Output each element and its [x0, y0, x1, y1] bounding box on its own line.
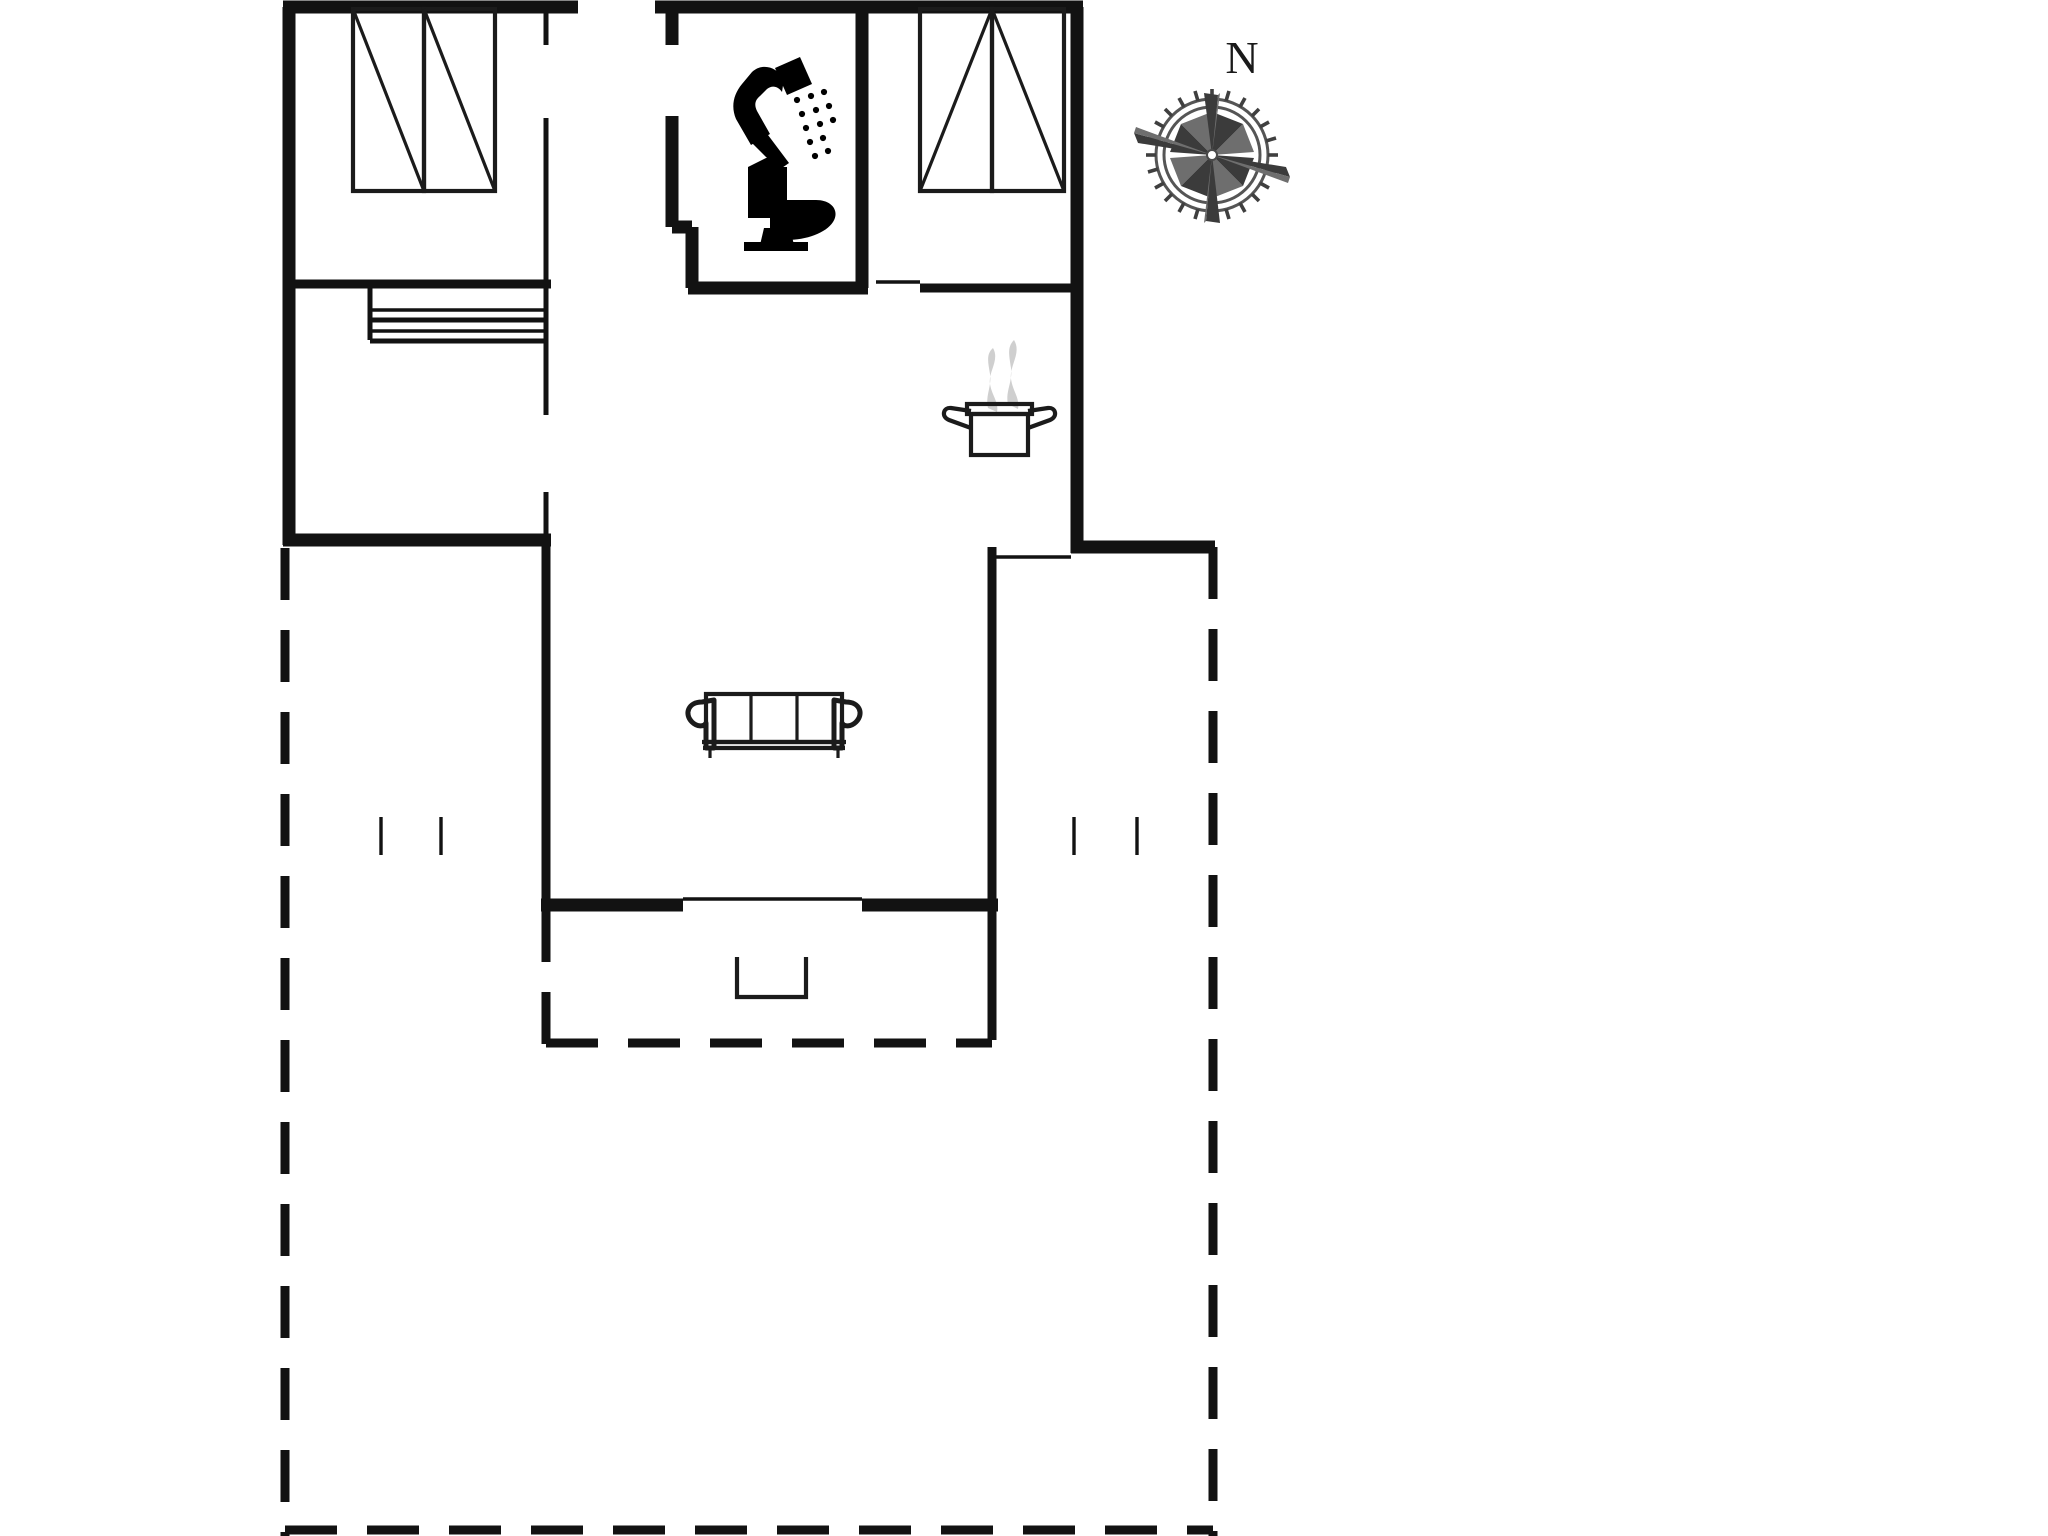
bed-left-a-diagonal: [351, 8, 426, 192]
pot-body: [968, 411, 1031, 458]
shower-head: [775, 57, 812, 95]
bed-group-right: [917, 6, 1067, 194]
pot-handle-left: [941, 405, 972, 430]
sofa-icon: [685, 691, 863, 758]
entry-step-shape: [734, 957, 809, 1000]
compass-star-ordinal: [1170, 113, 1254, 197]
bed-left-b-diagonal: [422, 8, 497, 192]
cooking-pot-icon: [941, 340, 1058, 458]
shower-spray: [793, 88, 837, 160]
shower-arm: [733, 66, 784, 145]
bed-right-b: [989, 6, 1067, 194]
pot-handle-right: [1027, 405, 1058, 430]
structural-walls: [282, 0, 1215, 1040]
bed-right-a-diagonal: [918, 8, 994, 192]
terrace-posts: [379, 817, 1139, 855]
terrace-dashed-outline: [280, 547, 1218, 1536]
compass-rose-icon: N: [1134, 32, 1290, 223]
steam-left: [987, 348, 998, 412]
shower-pipe: [748, 131, 789, 170]
toilet-pedestal: [760, 228, 794, 245]
compass-centre: [1206, 149, 1218, 161]
bed-left-b: [421, 6, 498, 194]
kitchen-counter: [367, 288, 544, 344]
toilet-base: [744, 242, 808, 251]
shower-icon: [733, 57, 837, 170]
steam-right: [1007, 340, 1019, 409]
toilet-icon: [744, 158, 836, 251]
toilet-bowl: [748, 200, 836, 240]
entry-step: [734, 957, 809, 1000]
bed-right-b-diagonal: [990, 8, 1066, 192]
compass-north-label: N: [1225, 32, 1258, 83]
compass-star-cardinal: [1134, 93, 1290, 223]
toilet-cistern: [748, 158, 787, 206]
bed-group-left: [350, 6, 498, 194]
